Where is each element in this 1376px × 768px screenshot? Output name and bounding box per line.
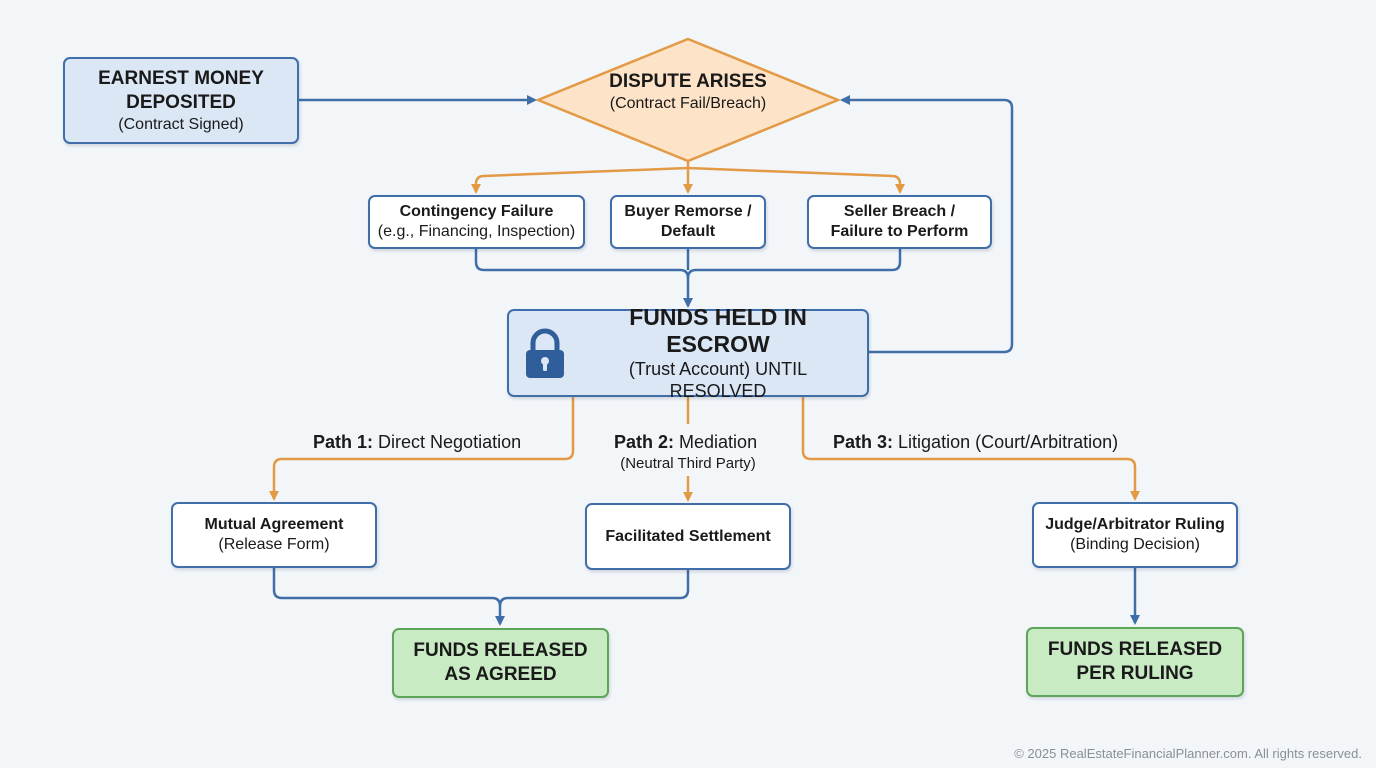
earnest-money-title: EARNEST MONEY DEPOSITED xyxy=(98,67,264,113)
arrow-escrow-loop-to-dispute xyxy=(840,95,1014,354)
mutual-agreement-box: Mutual Agreement (Release Form) xyxy=(171,502,377,568)
escrow-title: FUNDS HELD IN ESCROW xyxy=(629,304,807,357)
judge-ruling-box: Judge/Arbitrator Ruling (Binding Decisio… xyxy=(1032,502,1238,568)
funds-released-ruling-box: FUNDS RELEASED PER RULING xyxy=(1026,627,1244,697)
dispute-label: DISPUTE ARISES (Contract Fail/Breach) xyxy=(538,70,838,114)
arrows-outcomes-to-release xyxy=(272,568,1140,626)
path-1-text: Direct Negotiation xyxy=(378,432,522,452)
buyer-remorse-title: Buyer Remorse / Default xyxy=(624,203,752,240)
lock-icon xyxy=(526,328,564,378)
arrows-dispute-to-causes xyxy=(471,161,905,194)
path-3-prefix: Path 3: xyxy=(833,432,894,452)
seller-breach-box: Seller Breach / Failure to Perform xyxy=(807,195,992,249)
contingency-title: Contingency Failure xyxy=(399,203,554,220)
path-3-text: Litigation (Court/Arbitration) xyxy=(898,432,1119,452)
path-1-prefix: Path 1: xyxy=(313,432,374,452)
dispute-title: DISPUTE ARISES xyxy=(609,71,767,92)
path-1-label: Path 1: Direct Negotiation xyxy=(313,431,521,453)
facilitated-settlement-box: Facilitated Settlement xyxy=(585,503,791,570)
funds-released-agreed-box: FUNDS RELEASED AS AGREED xyxy=(392,628,609,698)
arrows-escrow-to-paths xyxy=(269,397,1140,502)
path-2-sub: (Neutral Third Party) xyxy=(620,455,756,472)
path-2-label: Path 2: Mediation xyxy=(614,431,757,453)
contingency-failure-box: Contingency Failure (e.g., Financing, In… xyxy=(368,195,585,249)
path-2-prefix: Path 2: xyxy=(614,432,675,452)
copyright-footer: © 2025 RealEstateFinancialPlanner.com. A… xyxy=(1014,746,1362,761)
mutual-agreement-sub: (Release Form) xyxy=(218,536,330,553)
facilitated-settlement-title: Facilitated Settlement xyxy=(605,527,771,545)
arrows-causes-to-escrow xyxy=(474,249,902,308)
funds-released-agreed-title: FUNDS RELEASED AS AGREED xyxy=(413,640,588,685)
earnest-money-box: EARNEST MONEY DEPOSITED (Contract Signed… xyxy=(63,57,299,144)
judge-ruling-title: Judge/Arbitrator Ruling xyxy=(1045,516,1225,533)
escrow-box: FUNDS HELD IN ESCROW (Trust Account) UNT… xyxy=(507,304,869,401)
judge-ruling-sub: (Binding Decision) xyxy=(1070,536,1200,553)
mutual-agreement-title: Mutual Agreement xyxy=(204,516,344,533)
funds-released-ruling-title: FUNDS RELEASED PER RULING xyxy=(1047,639,1223,684)
earnest-money-sub: (Contract Signed) xyxy=(118,115,244,133)
escrow-sub: (Trust Account) UNTIL RESOLVED xyxy=(628,359,808,401)
seller-breach-title: Seller Breach / Failure to Perform xyxy=(830,203,969,240)
buyer-remorse-box: Buyer Remorse / Default xyxy=(610,195,766,249)
contingency-sub: (e.g., Financing, Inspection) xyxy=(377,223,576,240)
dispute-sub: (Contract Fail/Breach) xyxy=(609,95,767,112)
path-3-label: Path 3: Litigation (Court/Arbitration) xyxy=(833,431,1118,453)
path-2-text: Mediation xyxy=(679,432,758,452)
